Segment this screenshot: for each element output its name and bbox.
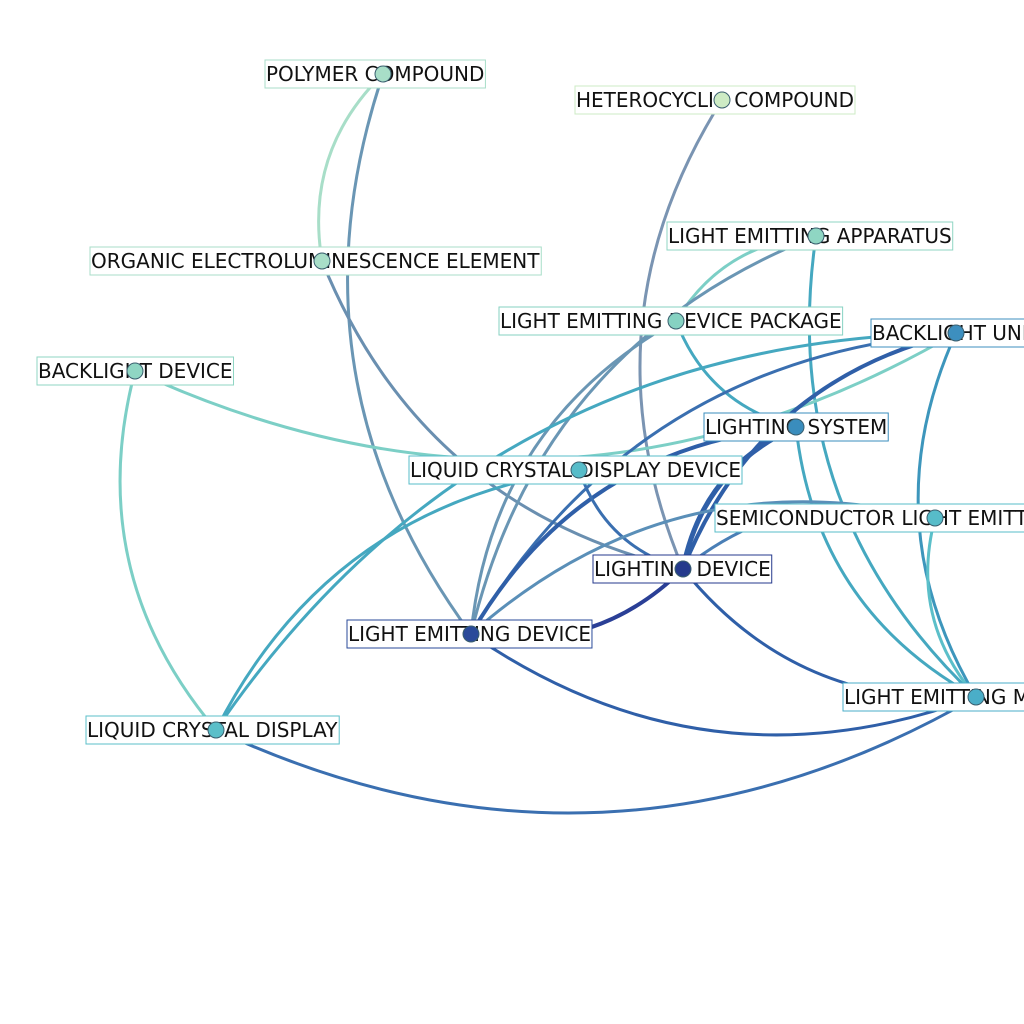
node-lcd[interactable]: LIQUID CRYSTAL DISPLAY <box>86 716 339 744</box>
node-backlight_unit[interactable]: BACKLIGHT UNIT <box>871 319 1024 347</box>
edge-le_package-lighting_system <box>676 321 796 427</box>
node-le_apparatus[interactable]: LIGHT EMITTING APPARATUS <box>667 222 953 250</box>
node-marker <box>968 689 984 705</box>
node-organic_el[interactable]: ORGANIC ELECTROLUMINESCENCE ELEMENT <box>90 247 541 275</box>
node-le_module[interactable]: LIGHT EMITTING MODULE <box>843 683 1024 711</box>
node-le_package[interactable]: LIGHT EMITTING DEVICE PACKAGE <box>499 307 843 335</box>
node-marker <box>668 313 684 329</box>
node-marker <box>675 561 691 577</box>
edge-backlight_device-lcd <box>120 371 216 730</box>
node-le_device[interactable]: LIGHT EMITTING DEVICE <box>347 620 592 648</box>
node-marker <box>948 325 964 341</box>
node-lcd_device[interactable]: LIQUID CRYSTAL DISPLAY DEVICE <box>409 456 742 484</box>
node-marker <box>375 66 391 82</box>
edge-lcd-le_module <box>216 697 976 813</box>
node-polymer[interactable]: POLYMER COMPOUND <box>265 60 485 88</box>
nodes-layer: POLYMER COMPOUND HETEROCYCLIC COMPOUND ORG… <box>37 60 1024 744</box>
node-lighting_system[interactable]: LIGHTING SYSTEM <box>704 413 888 441</box>
node-marker <box>788 419 804 435</box>
node-marker <box>314 253 330 269</box>
node-label: LIGHT EMITTING MODULE <box>844 685 1024 709</box>
edge-backlight_unit-lighting_device <box>683 333 956 569</box>
edge-le_apparatus-le_module <box>809 236 976 697</box>
node-marker <box>463 626 479 642</box>
node-marker <box>927 510 943 526</box>
node-backlight_device[interactable]: BACKLIGHT DEVICE <box>37 357 234 385</box>
node-lighting_device[interactable]: LIGHTING DEVICE <box>593 555 772 583</box>
node-marker <box>208 722 224 738</box>
node-marker <box>714 92 730 108</box>
node-marker <box>808 228 824 244</box>
node-label: SEMICONDUCTOR LIGHT EMITTING DEVICE <box>716 506 1024 530</box>
node-marker <box>571 462 587 478</box>
node-semiconductor[interactable]: SEMICONDUCTOR LIGHT EMITTING DEVICE <box>715 504 1024 532</box>
edge-lighting_device-le_module <box>683 569 976 698</box>
node-heterocyclic[interactable]: HETEROCYCLIC COMPOUND <box>575 86 855 114</box>
edge-lighting_system-lighting_device <box>683 427 796 569</box>
node-marker <box>127 363 143 379</box>
